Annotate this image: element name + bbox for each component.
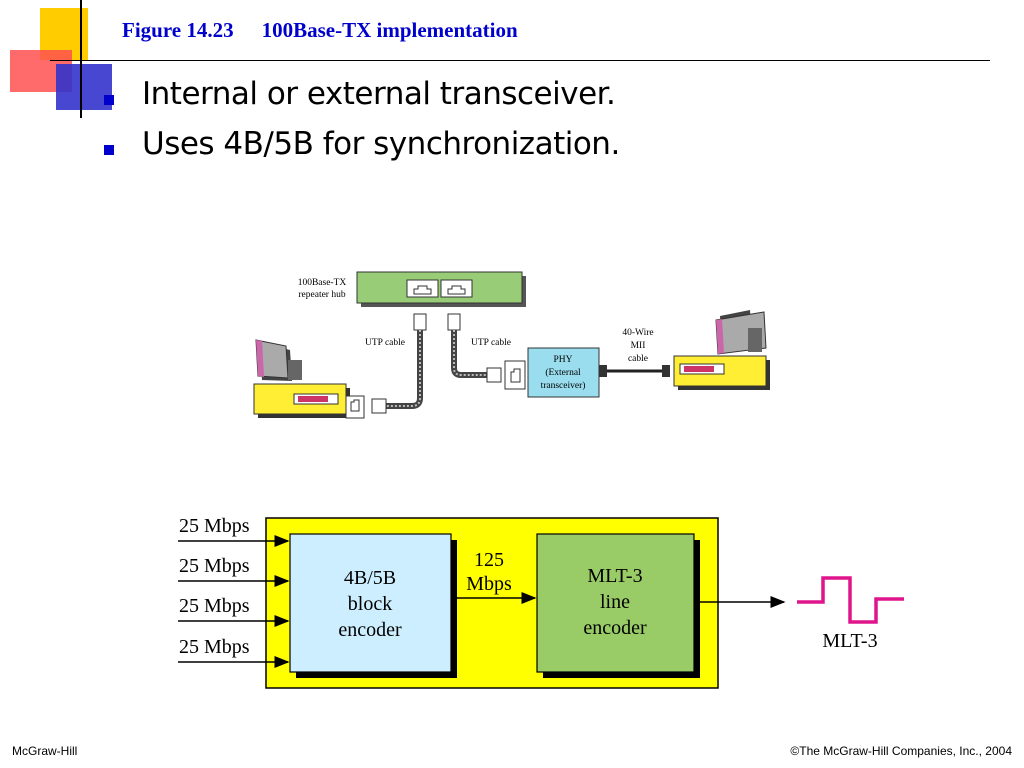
line-encoder-line3: encoder [583,617,647,639]
decor-vertical-line [80,0,82,118]
decor-blue-square [56,64,112,110]
figure-title: 100Base-TX implementation [261,18,518,42]
block-encoder-box [289,533,457,678]
mii-label-line1: 40-Wire [622,328,653,338]
phy-transceiver [504,347,600,398]
mlt3-waveform-icon [797,576,904,624]
bullet-square-icon [104,95,114,105]
utp-cable-right-label: UTP cable [471,338,511,348]
block-encoder-line1: 4B/5B [344,567,396,589]
mii-cable [599,365,670,377]
footer-left: McGraw-Hill [12,744,78,758]
line-encoder-line1: MLT-3 [587,565,642,587]
rate-label-line2: Mbps [466,573,512,595]
output-label: MLT-3 [822,630,877,652]
hub-label-line2: repeater hub [298,290,345,300]
block-encoder-line2: block [348,593,392,615]
phy-label-line3: transceiver) [541,380,586,391]
utp-cable-left [371,313,427,414]
computer-left-icon [253,339,365,419]
bullet-text: Internal or external transceiver. [142,76,616,112]
network-diagram: 100Base-TX repeater hub UTP cable UTP ca… [253,271,770,419]
input-label: 25 Mbps [179,636,250,658]
phy-label-line2: (External [545,367,581,378]
rate-label-line1: 125 [474,549,504,571]
input-label: 25 Mbps [179,555,250,577]
slide-title: Figure 14.23 100Base-TX implementation [122,18,518,43]
block-encoder-line3: encoder [338,619,402,641]
hub-label-line1: 100Base-TX [298,278,347,288]
line-encoder-box [536,533,700,678]
input-arrows [178,535,290,668]
repeater-hub [356,271,526,307]
utp-cable-right [447,313,502,383]
computer-right-icon [673,310,770,390]
mii-label-line3: cable [628,354,648,364]
bullet-text: Uses 4B/5B for synchronization. [142,126,620,162]
line-encoder-line2: line [600,591,630,613]
input-label: 25 Mbps [179,515,250,537]
input-label: 25 Mbps [179,595,250,617]
mii-label-line2: MII [631,341,646,351]
decor-horizontal-line [50,60,990,61]
bullet-square-icon [104,145,114,155]
figure-number: Figure 14.23 [122,18,234,42]
encoder-diagram: 4B/5B block encoder MLT-3 line encoder 2… [178,515,904,689]
utp-cable-left-label: UTP cable [365,338,405,348]
footer-right: ©The McGraw-Hill Companies, Inc., 2004 [790,744,1012,758]
phy-label-line1: PHY [553,355,572,365]
